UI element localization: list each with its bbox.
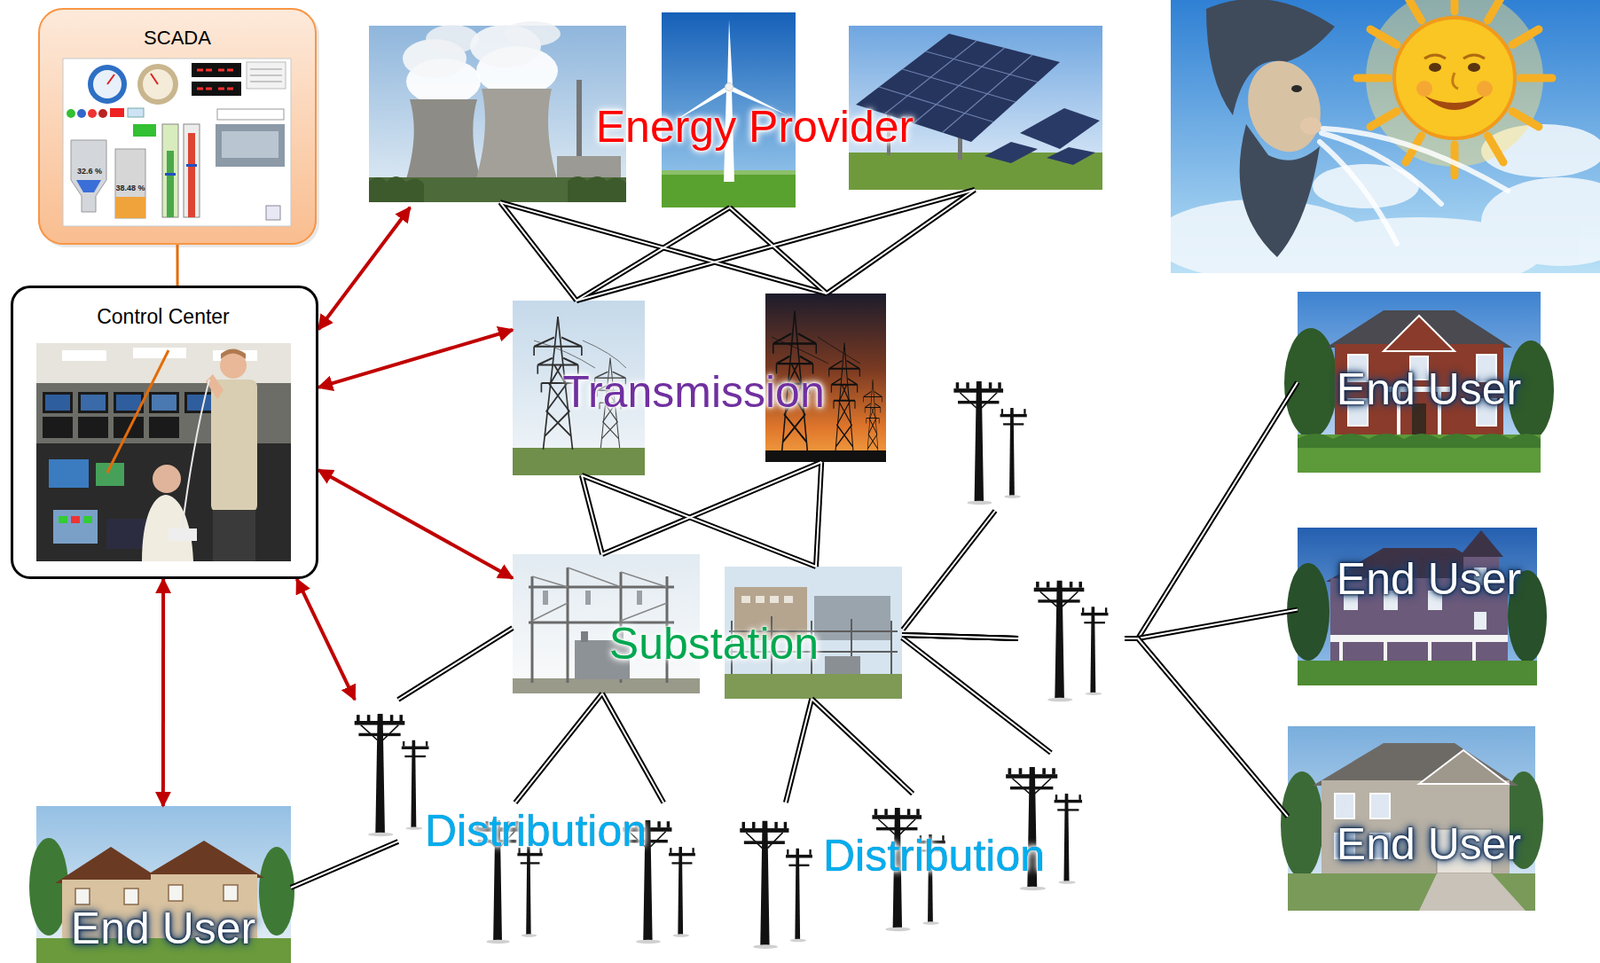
end-user-house: End User bbox=[1287, 726, 1536, 911]
end-user-house: End User bbox=[1297, 527, 1538, 686]
house-art bbox=[29, 806, 295, 963]
house-art bbox=[1284, 291, 1554, 473]
node-label: End User bbox=[1336, 364, 1522, 416]
node-label: Distribution bbox=[424, 806, 647, 858]
control-room-art bbox=[10, 285, 319, 580]
node-label: End User bbox=[1336, 819, 1522, 871]
node-label: SCADA bbox=[143, 26, 212, 49]
power-line bbox=[290, 841, 399, 888]
power-line bbox=[785, 637, 1051, 803]
house-art bbox=[1280, 726, 1544, 911]
control-arrow bbox=[297, 579, 355, 700]
node-label: Transmission bbox=[562, 367, 824, 419]
power-line bbox=[901, 610, 1298, 639]
transmission-group: Transmission bbox=[512, 293, 887, 476]
nuclear-plant-art bbox=[368, 21, 627, 203]
node-label: Energy Provider bbox=[596, 101, 915, 154]
control-arrow bbox=[318, 329, 513, 388]
control-arrow bbox=[162, 579, 164, 807]
scada-panel: SCADA bbox=[38, 7, 317, 245]
distribution-group: Distribution bbox=[724, 752, 1098, 955]
gauge-value: 32.6 % bbox=[77, 167, 102, 177]
utility-pole-art bbox=[338, 367, 1123, 955]
data-link bbox=[177, 244, 179, 286]
end-user-house: End User bbox=[1297, 291, 1541, 473]
power-line bbox=[500, 189, 975, 301]
power-line bbox=[901, 382, 1298, 639]
control-center-box: Control Center bbox=[10, 285, 319, 580]
house-art bbox=[1286, 527, 1547, 686]
distribution-group: Distribution bbox=[338, 699, 710, 950]
gauge-value: 38.48 % bbox=[115, 184, 145, 194]
scada-panel-art bbox=[38, 7, 320, 248]
end-user-house: End User bbox=[36, 806, 291, 963]
substation-group: Substation bbox=[512, 554, 902, 699]
node-label: End User bbox=[70, 903, 256, 956]
node-label: End User bbox=[1336, 554, 1522, 606]
node-label: Substation bbox=[609, 619, 819, 671]
sun-wind-art bbox=[1170, 0, 1600, 274]
service-wire bbox=[902, 510, 996, 630]
node-label: Control Center bbox=[96, 305, 230, 329]
power-line bbox=[901, 635, 1288, 817]
control-arrow bbox=[318, 470, 513, 579]
control-arrow bbox=[318, 207, 410, 330]
node-label: Distribution bbox=[823, 831, 1045, 883]
power-line bbox=[581, 462, 822, 567]
energy-provider-group: Energy Provider bbox=[368, 12, 1103, 208]
